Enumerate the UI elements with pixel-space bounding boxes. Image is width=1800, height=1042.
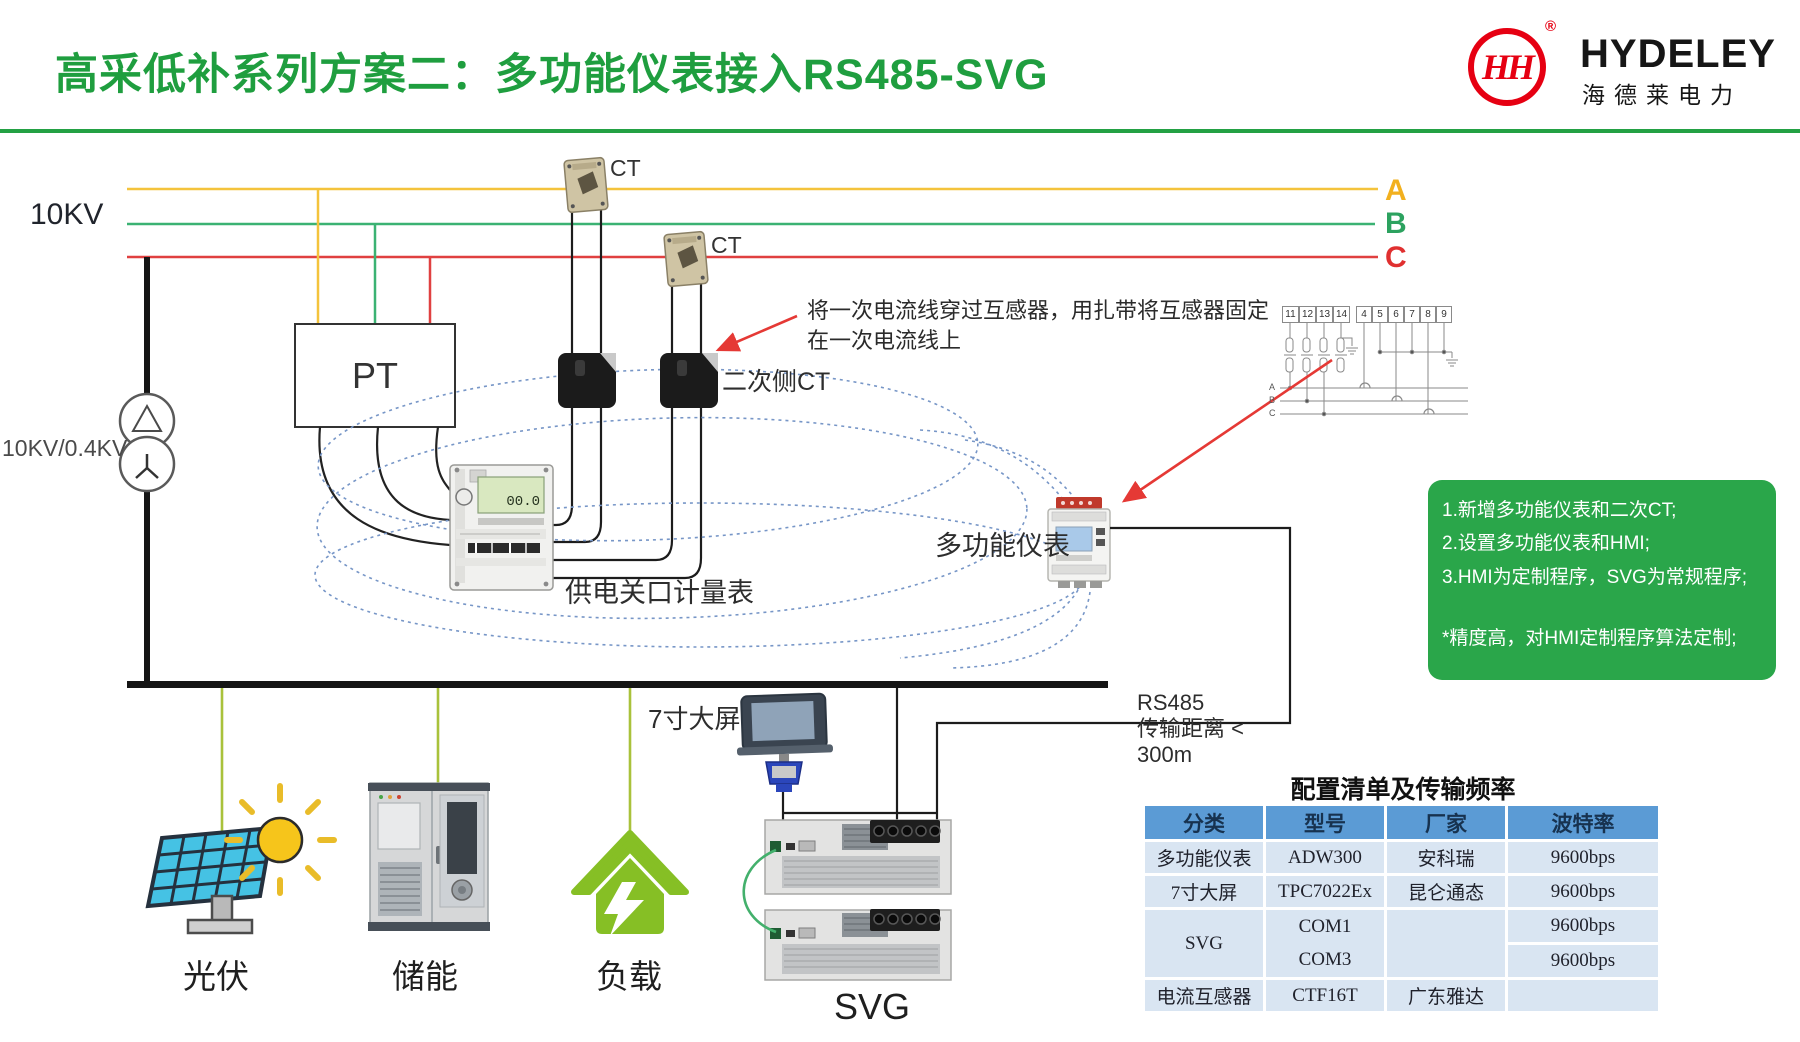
terminal-strip-left: 11 12 13 14 <box>1282 306 1350 323</box>
config-table-title: 配置清单及传输频率 <box>1290 777 1516 804</box>
registered-mark: ® <box>1545 18 1557 35</box>
svg-unit-label: SVG <box>834 986 911 1027</box>
logo-monogram: HH <box>1481 47 1535 87</box>
storage-label: 储能 <box>392 958 458 995</box>
rs485-line2: 传输距离 < <box>1137 715 1244 741</box>
table-cell: 9600bps <box>1508 945 1658 977</box>
ct-label-a: CT <box>610 155 641 181</box>
col-header: 厂家 <box>1387 806 1505 839</box>
vga-connector-icon <box>765 754 803 792</box>
schematic-row-a: A <box>1269 382 1276 392</box>
meter-wiring-schematic <box>1280 323 1468 417</box>
pt-box <box>294 323 456 428</box>
ct-label-b: CT <box>711 232 742 258</box>
col-header: 波特率 <box>1508 806 1658 839</box>
schematic-row-b: B <box>1269 395 1276 405</box>
solar-panel-icon <box>145 783 337 935</box>
table-cell: 9600bps <box>1508 842 1658 873</box>
config-table: 分类 型号 厂家 波特率 多功能仪表 ADW300 安科瑞 9600bps 7寸… <box>1145 806 1658 1011</box>
sun-icon <box>224 783 337 896</box>
transformer-symbol <box>118 392 176 493</box>
table-cell: 安科瑞 <box>1387 842 1505 873</box>
hmi-label: 7寸大屏 <box>648 704 741 734</box>
comm-wires <box>781 526 1292 822</box>
hydeley-logo-icon: HH <box>1468 28 1546 106</box>
table-cell-svg-vendor <box>1387 910 1505 977</box>
bus-lines <box>127 187 1378 259</box>
note-item: 2.设置多功能仪表和HMI; <box>1442 533 1650 555</box>
table-cell-svg-models: COM1 COM3 <box>1266 910 1384 977</box>
ct-conductors <box>553 208 703 580</box>
terminal-strip-right: 4 5 6 7 8 9 <box>1356 306 1452 323</box>
rs485-line1: RS485 <box>1137 690 1205 715</box>
pv-label: 光伏 <box>183 958 249 995</box>
multifunction-meter-label: 多功能仪表 <box>935 531 1070 561</box>
lv-drop-lines <box>220 688 632 842</box>
col-header: 型号 <box>1266 806 1384 839</box>
solution-notes-box: 1.新增多功能仪表和二次CT; 2.设置多功能仪表和HMI; 3.HMI为定制程… <box>1428 480 1776 680</box>
bus-voltage-label: 10KV <box>30 198 104 231</box>
phase-c-label: C <box>1385 241 1407 274</box>
transformer-ratio-label: 10KV/0.4KV <box>2 435 128 461</box>
ct-install-note-line2: 在一次电流线上 <box>807 328 962 353</box>
table-cell: 9600bps <box>1508 876 1658 907</box>
table-cell <box>1508 980 1658 1011</box>
ct-device-b <box>663 230 709 288</box>
table-cell: 9600bps <box>1508 910 1658 942</box>
secondary-ct-clamps <box>558 353 718 408</box>
schematic-row-c: C <box>1269 408 1276 418</box>
table-cell: 广东雅达 <box>1387 980 1505 1011</box>
gateway-meter-label: 供电关口计量表 <box>565 578 754 608</box>
load-house-icon <box>571 830 689 936</box>
table-cell: CTF16T <box>1266 980 1384 1011</box>
note-item: 3.HMI为定制程序，SVG为常规程序; <box>1442 566 1748 588</box>
annotation-arrows <box>715 314 1333 503</box>
phase-b-label: B <box>1385 207 1407 240</box>
secondary-ct-label: 二次侧CT <box>722 368 831 396</box>
table-cell: 昆仑通态 <box>1387 876 1505 907</box>
page-title: 高采低补系列方案二：多功能仪表接入RS485-SVG <box>55 51 1049 99</box>
pt-drop-lines <box>316 189 432 324</box>
col-header: 分类 <box>1145 806 1263 839</box>
storage-cabinet-icon <box>368 782 490 931</box>
brand-name-cn: 海德莱电力 <box>1582 82 1742 108</box>
note-footnote: *精度高，对HMI定制程序算法定制; <box>1442 627 1737 649</box>
phase-a-label: A <box>1385 174 1407 207</box>
brand-name: HYDELEY <box>1580 32 1776 76</box>
pt-label: PT <box>351 354 398 396</box>
pt-secondary-wires <box>318 426 451 547</box>
table-cell: 多功能仪表 <box>1145 842 1263 873</box>
ct-device-a <box>563 156 609 214</box>
hmi-monitor-icon <box>736 692 833 756</box>
table-cell: 7寸大屏 <box>1145 876 1263 907</box>
table-cell: ADW300 <box>1266 842 1384 873</box>
multifunction-meter-device <box>1047 497 1111 588</box>
rs485-note: RS485 传输距离 < 300m <box>1137 690 1244 768</box>
meter-lcd-value: 00.0 <box>506 494 540 510</box>
table-cell: 电流互感器 <box>1145 980 1263 1011</box>
load-label: 负载 <box>596 958 662 995</box>
gateway-meter-device <box>449 464 554 591</box>
note-item: 1.新增多功能仪表和二次CT; <box>1442 500 1677 521</box>
svg-link-cable <box>742 848 777 934</box>
rs485-line3: 300m <box>1137 741 1193 767</box>
ct-install-note-line1: 将一次电流线穿过互感器，用扎带将互感器固定 <box>807 298 1270 323</box>
table-cell: TPC7022Ex <box>1266 876 1384 907</box>
table-cell-svg-category: SVG <box>1145 910 1263 977</box>
title-divider <box>0 129 1800 133</box>
